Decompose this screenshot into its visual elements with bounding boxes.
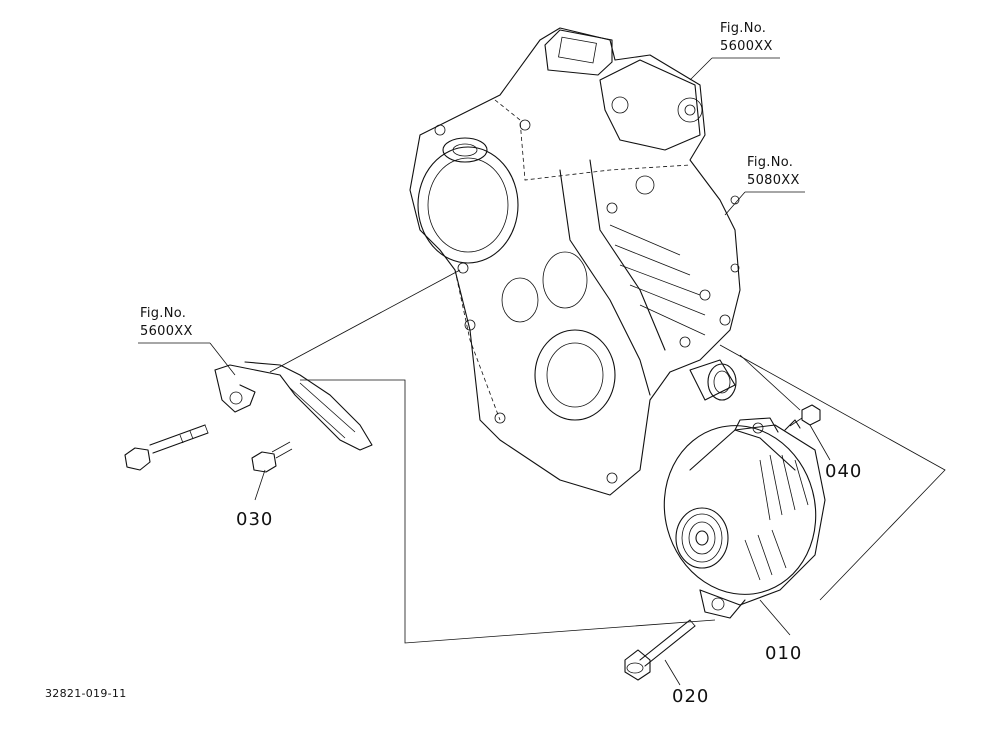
alternator-body bbox=[663, 417, 826, 619]
part-label-040[interactable]: 040 bbox=[825, 461, 863, 482]
fig-ref-top-line1: Fig.No. bbox=[720, 21, 767, 36]
leader-lines bbox=[138, 57, 831, 686]
part-label-010[interactable]: 010 bbox=[765, 643, 803, 664]
fig-ref-left-line2: 5600XX bbox=[140, 324, 193, 339]
fig-ref-top-line2: 5600XX bbox=[720, 39, 773, 54]
part-020-bolt bbox=[624, 619, 696, 681]
fig-ref-mid-line2: 5080XX bbox=[747, 173, 800, 188]
part-label-020[interactable]: 020 bbox=[672, 686, 710, 707]
adjusting-bracket bbox=[214, 361, 373, 451]
fig-ref-left-line1: Fig.No. bbox=[140, 306, 187, 321]
fig-ref-left[interactable]: Fig.No. 5600XX bbox=[140, 307, 193, 338]
part-030-bolt bbox=[251, 441, 293, 473]
gear-case-housing bbox=[409, 27, 741, 496]
drawing-number: 32821-019-11 bbox=[45, 687, 127, 700]
part-040-nut bbox=[789, 404, 821, 427]
fig-ref-top[interactable]: Fig.No. 5600XX bbox=[720, 22, 773, 53]
part-label-030[interactable]: 030 bbox=[236, 509, 274, 530]
assembly-boundary-lines bbox=[269, 269, 946, 644]
fig-ref-mid-line1: Fig.No. bbox=[747, 155, 794, 170]
fig-ref-mid[interactable]: Fig.No. 5080XX bbox=[747, 156, 800, 187]
long-bolt bbox=[124, 424, 209, 471]
